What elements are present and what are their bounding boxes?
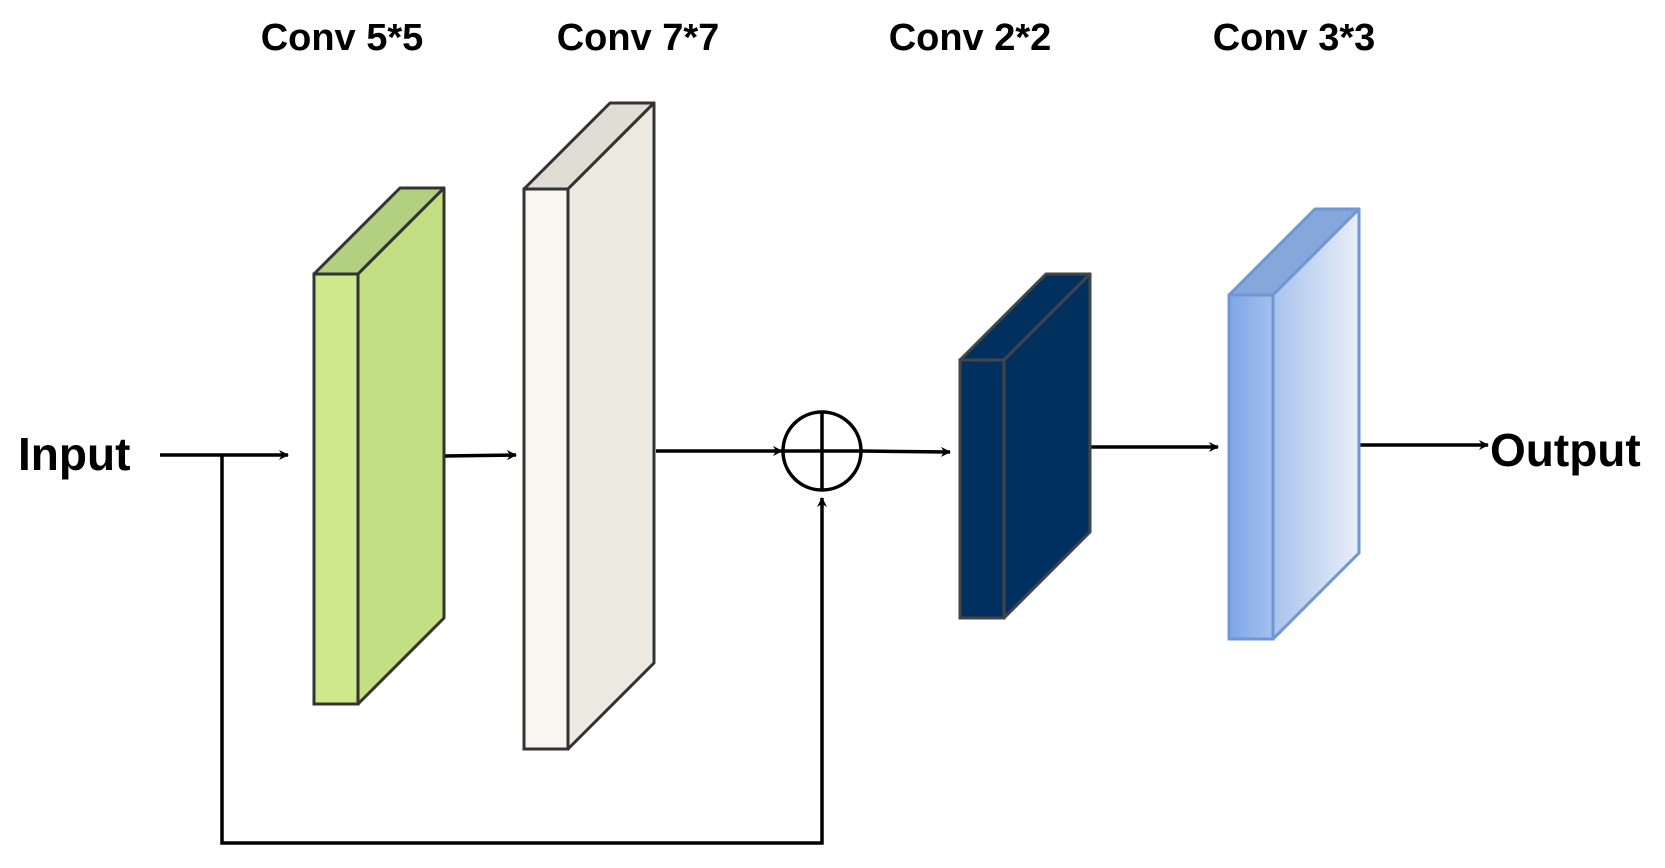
layer-label-conv3x3: Conv 3*3 (1213, 17, 1376, 59)
layer-front-face (958, 358, 1006, 620)
layer-box-conv7x7 (522, 101, 656, 751)
layer-label-conv7x7: Conv 7*7 (557, 17, 720, 59)
layer-side-face (356, 186, 446, 706)
layer-label-conv5x5: Conv 5*5 (261, 17, 424, 59)
layer-side-face (566, 101, 656, 751)
layer-box-conv5x5 (312, 186, 446, 706)
edge-conv5x5-to-conv7x7 (443, 450, 517, 461)
input-label: Input (18, 428, 130, 480)
merge-node (781, 410, 863, 492)
layer-front-face (312, 272, 360, 706)
layer-box-conv2x2 (958, 272, 1092, 620)
edge-merge-to-conv2x2 (860, 446, 951, 457)
edge-skip-connection (220, 455, 827, 845)
edges (160, 440, 1489, 845)
layer-label-conv2x2: Conv 2*2 (889, 17, 1052, 59)
layer-front-face (1227, 293, 1275, 641)
layer-box-conv3x3 (1227, 207, 1361, 641)
output-label: Output (1490, 424, 1641, 476)
layer-boxes (312, 101, 1361, 751)
layer-front-face (522, 187, 570, 751)
